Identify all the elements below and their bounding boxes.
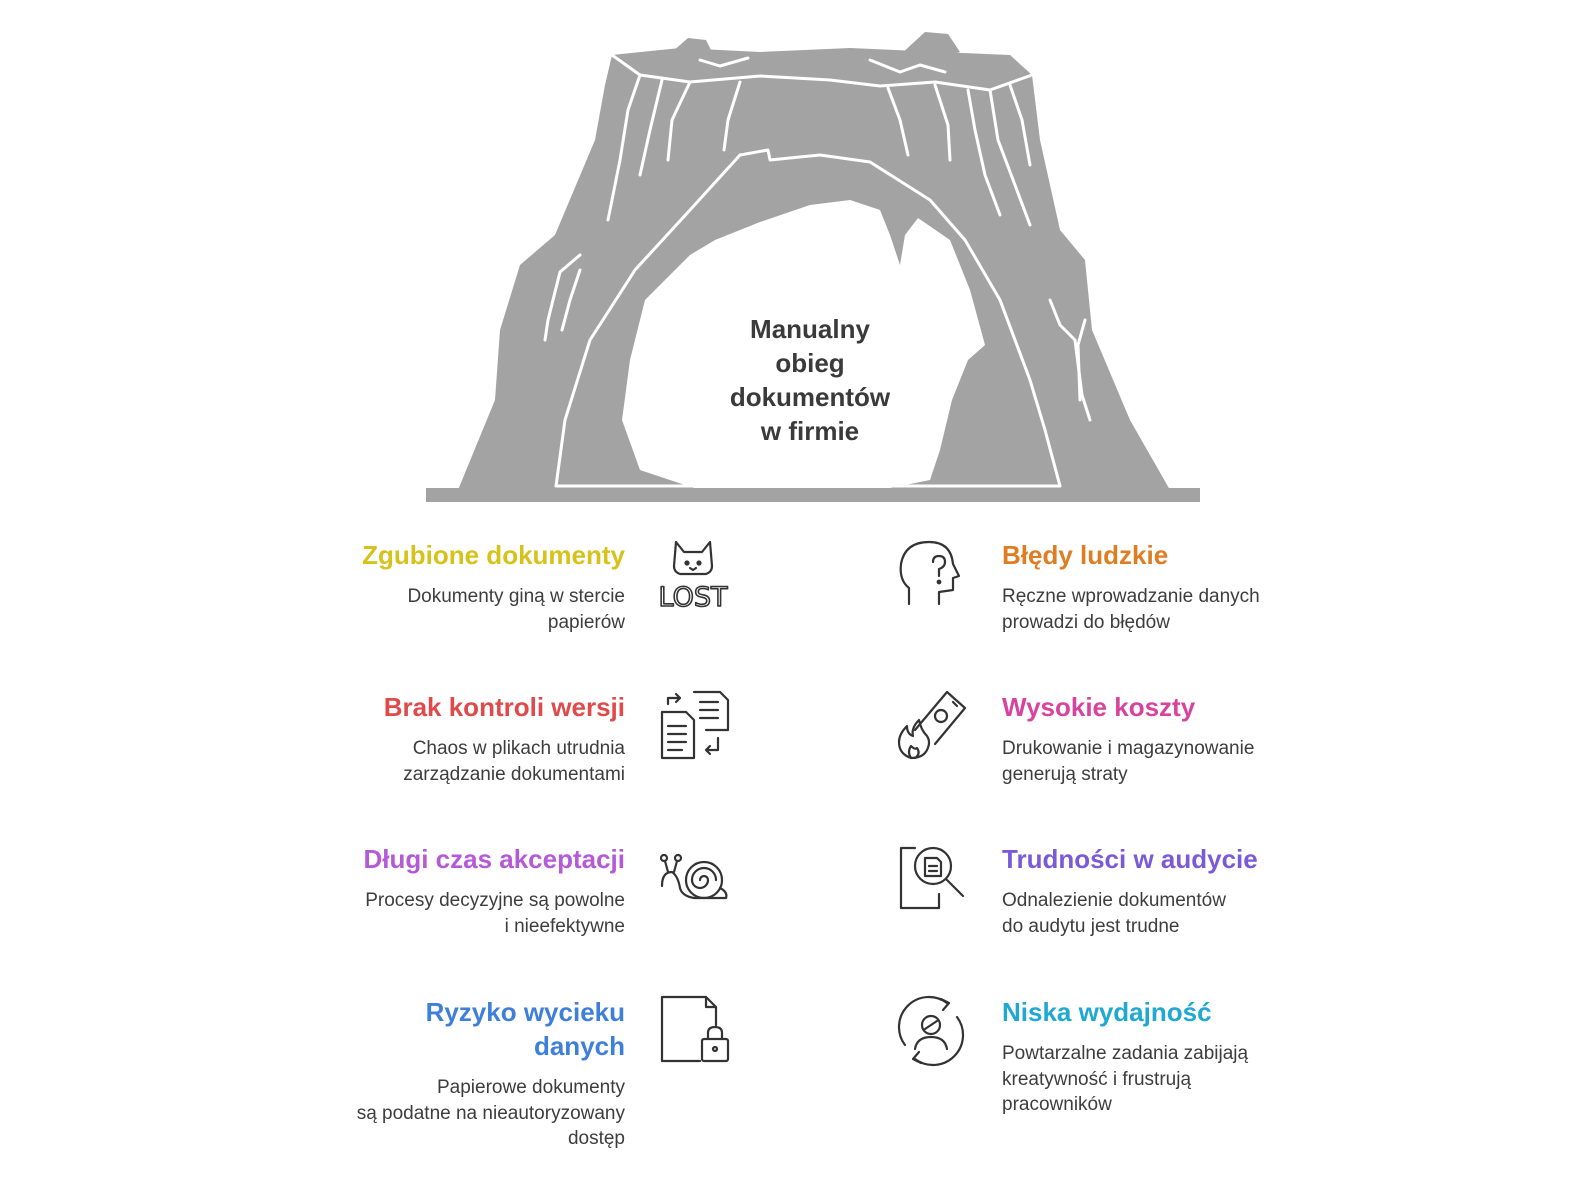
item-title: Brak kontroli wersji <box>383 692 625 722</box>
boulder-left <box>672 38 712 52</box>
item-description: Drukowanie i magazynowanie generują stra… <box>1002 738 1255 785</box>
item-title: Długi czas akceptacji <box>363 844 625 874</box>
right-item-human-errors: Błędy ludzkie Ręczne wprowadzanie danych… <box>1002 538 1342 635</box>
item-description: Powtarzalne zadania zabijają kreatywność… <box>1002 1043 1249 1115</box>
left-item-long-approval: Długi czas akceptacji Procesy decyzyjne … <box>265 842 625 939</box>
burning-money-icon <box>895 690 967 762</box>
snail-icon <box>658 842 730 914</box>
item-description: Ręczne wprowadzanie danych prowadzi do b… <box>1002 586 1260 633</box>
left-item-lost-documents: Zgubione dokumenty Dokumenty giną w ster… <box>265 538 625 635</box>
left-item-data-leak: Ryzyko wycieku danych Papierowe dokument… <box>265 995 625 1152</box>
item-description: Odnalezienie dokumentów do audytu jest t… <box>1002 890 1226 937</box>
ground-bar <box>426 488 1200 502</box>
item-title: Wysokie koszty <box>1002 692 1196 722</box>
lost-cat-icon: LOST <box>658 538 730 610</box>
svg-text:LOST: LOST <box>659 582 728 610</box>
document-swap-icon <box>658 690 730 762</box>
center-title: Manualny obieg dokumentów w firmie <box>729 314 891 446</box>
right-item-audit-difficulties: Trudności w audycie Odnalezienie dokumen… <box>1002 842 1342 939</box>
rock-cracks <box>543 53 1092 488</box>
item-title: Niska wydajność <box>1002 997 1212 1027</box>
rock-arch-illustration <box>426 32 1200 502</box>
item-title: Zgubione dokumenty <box>362 540 625 570</box>
user-cycle-icon <box>895 995 967 1067</box>
item-description: Chaos w plikach utrudnia zarządzanie dok… <box>403 738 625 785</box>
rock-mass <box>458 48 1170 490</box>
item-title: Ryzyko wycieku danych <box>425 997 625 1061</box>
item-description: Procesy decyzyjne są powolne i nieefekty… <box>365 890 625 937</box>
boulder-right <box>900 32 960 58</box>
file-lock-icon <box>658 995 730 1067</box>
item-description: Papierowe dokumenty są podatne na nieaut… <box>356 1077 625 1149</box>
item-title: Błędy ludzkie <box>1002 540 1169 570</box>
document-search-icon <box>895 842 967 914</box>
item-title: Trudności w audycie <box>1002 844 1258 874</box>
item-description: Dokumenty giną w stercie papierów <box>407 586 625 633</box>
right-item-high-costs: Wysokie koszty Drukowanie i magazynowani… <box>1002 690 1342 787</box>
right-item-low-efficiency: Niska wydajność Powtarzalne zadania zabi… <box>1002 995 1342 1118</box>
left-item-version-control: Brak kontroli wersji Chaos w plikach utr… <box>265 690 625 787</box>
head-question-icon <box>895 538 967 610</box>
